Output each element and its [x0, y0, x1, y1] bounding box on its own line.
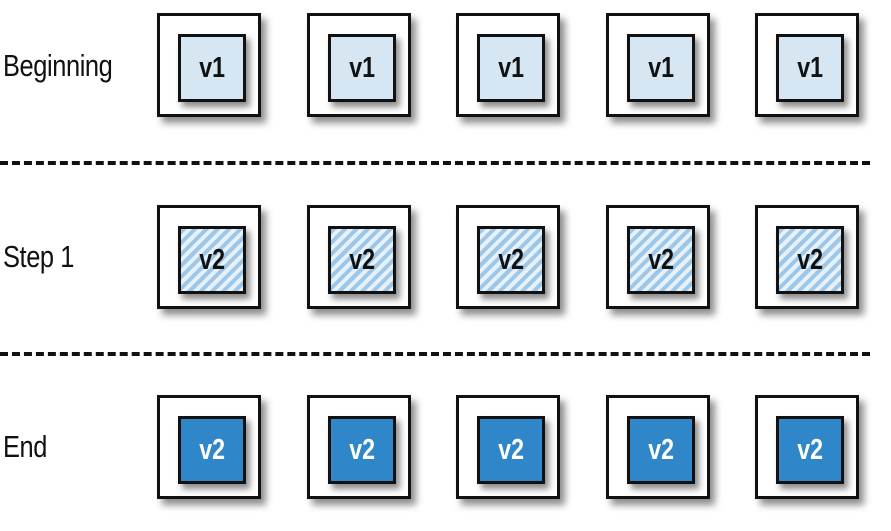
pod-container: v1: [157, 13, 261, 117]
version-label: v2: [797, 433, 823, 466]
version-label: v2: [349, 433, 375, 466]
row-label-step-1: Step 1: [3, 239, 75, 274]
pod-container: v2: [307, 205, 411, 309]
version-box-v2: v2: [627, 416, 695, 484]
version-box-v1: v1: [627, 34, 695, 102]
version-box-v2: v2: [477, 226, 545, 294]
pod-container: v2: [755, 395, 859, 499]
version-label: v1: [349, 51, 375, 84]
pod-container: v1: [456, 13, 560, 117]
divider-1: [0, 161, 870, 165]
version-box-v2: v2: [627, 226, 695, 294]
version-label: v2: [498, 433, 524, 466]
version-box-v1: v1: [776, 34, 844, 102]
pod-container: v2: [157, 395, 261, 499]
version-box-v2: v2: [178, 226, 246, 294]
version-label: v1: [199, 51, 225, 84]
version-box-v1: v1: [477, 34, 545, 102]
version-label: v2: [797, 243, 823, 276]
version-label: v2: [648, 243, 674, 276]
version-box-v2: v2: [178, 416, 246, 484]
version-label: v2: [498, 243, 524, 276]
version-box-v2: v2: [477, 416, 545, 484]
pod-container: v2: [307, 395, 411, 499]
version-box-v2: v2: [328, 416, 396, 484]
version-box-v2: v2: [776, 416, 844, 484]
version-box-v1: v1: [328, 34, 396, 102]
pod-container: v2: [755, 205, 859, 309]
row-label-end: End: [3, 429, 48, 464]
version-label: v1: [648, 51, 674, 84]
row-label-beginning: Beginning: [3, 48, 113, 83]
version-label: v2: [199, 243, 225, 276]
version-label: v1: [797, 51, 823, 84]
version-label: v2: [648, 433, 674, 466]
pod-container: v2: [157, 205, 261, 309]
version-label: v1: [498, 51, 524, 84]
version-box-v2: v2: [776, 226, 844, 294]
version-label: v2: [349, 243, 375, 276]
version-box-v2: v2: [328, 226, 396, 294]
pod-container: v2: [606, 205, 710, 309]
version-box-v1: v1: [178, 34, 246, 102]
version-label: v2: [199, 433, 225, 466]
pod-container: v1: [755, 13, 859, 117]
pod-container: v2: [456, 395, 560, 499]
pod-container: v1: [606, 13, 710, 117]
divider-2: [0, 352, 870, 356]
pod-container: v1: [307, 13, 411, 117]
pod-container: v2: [456, 205, 560, 309]
pod-container: v2: [606, 395, 710, 499]
